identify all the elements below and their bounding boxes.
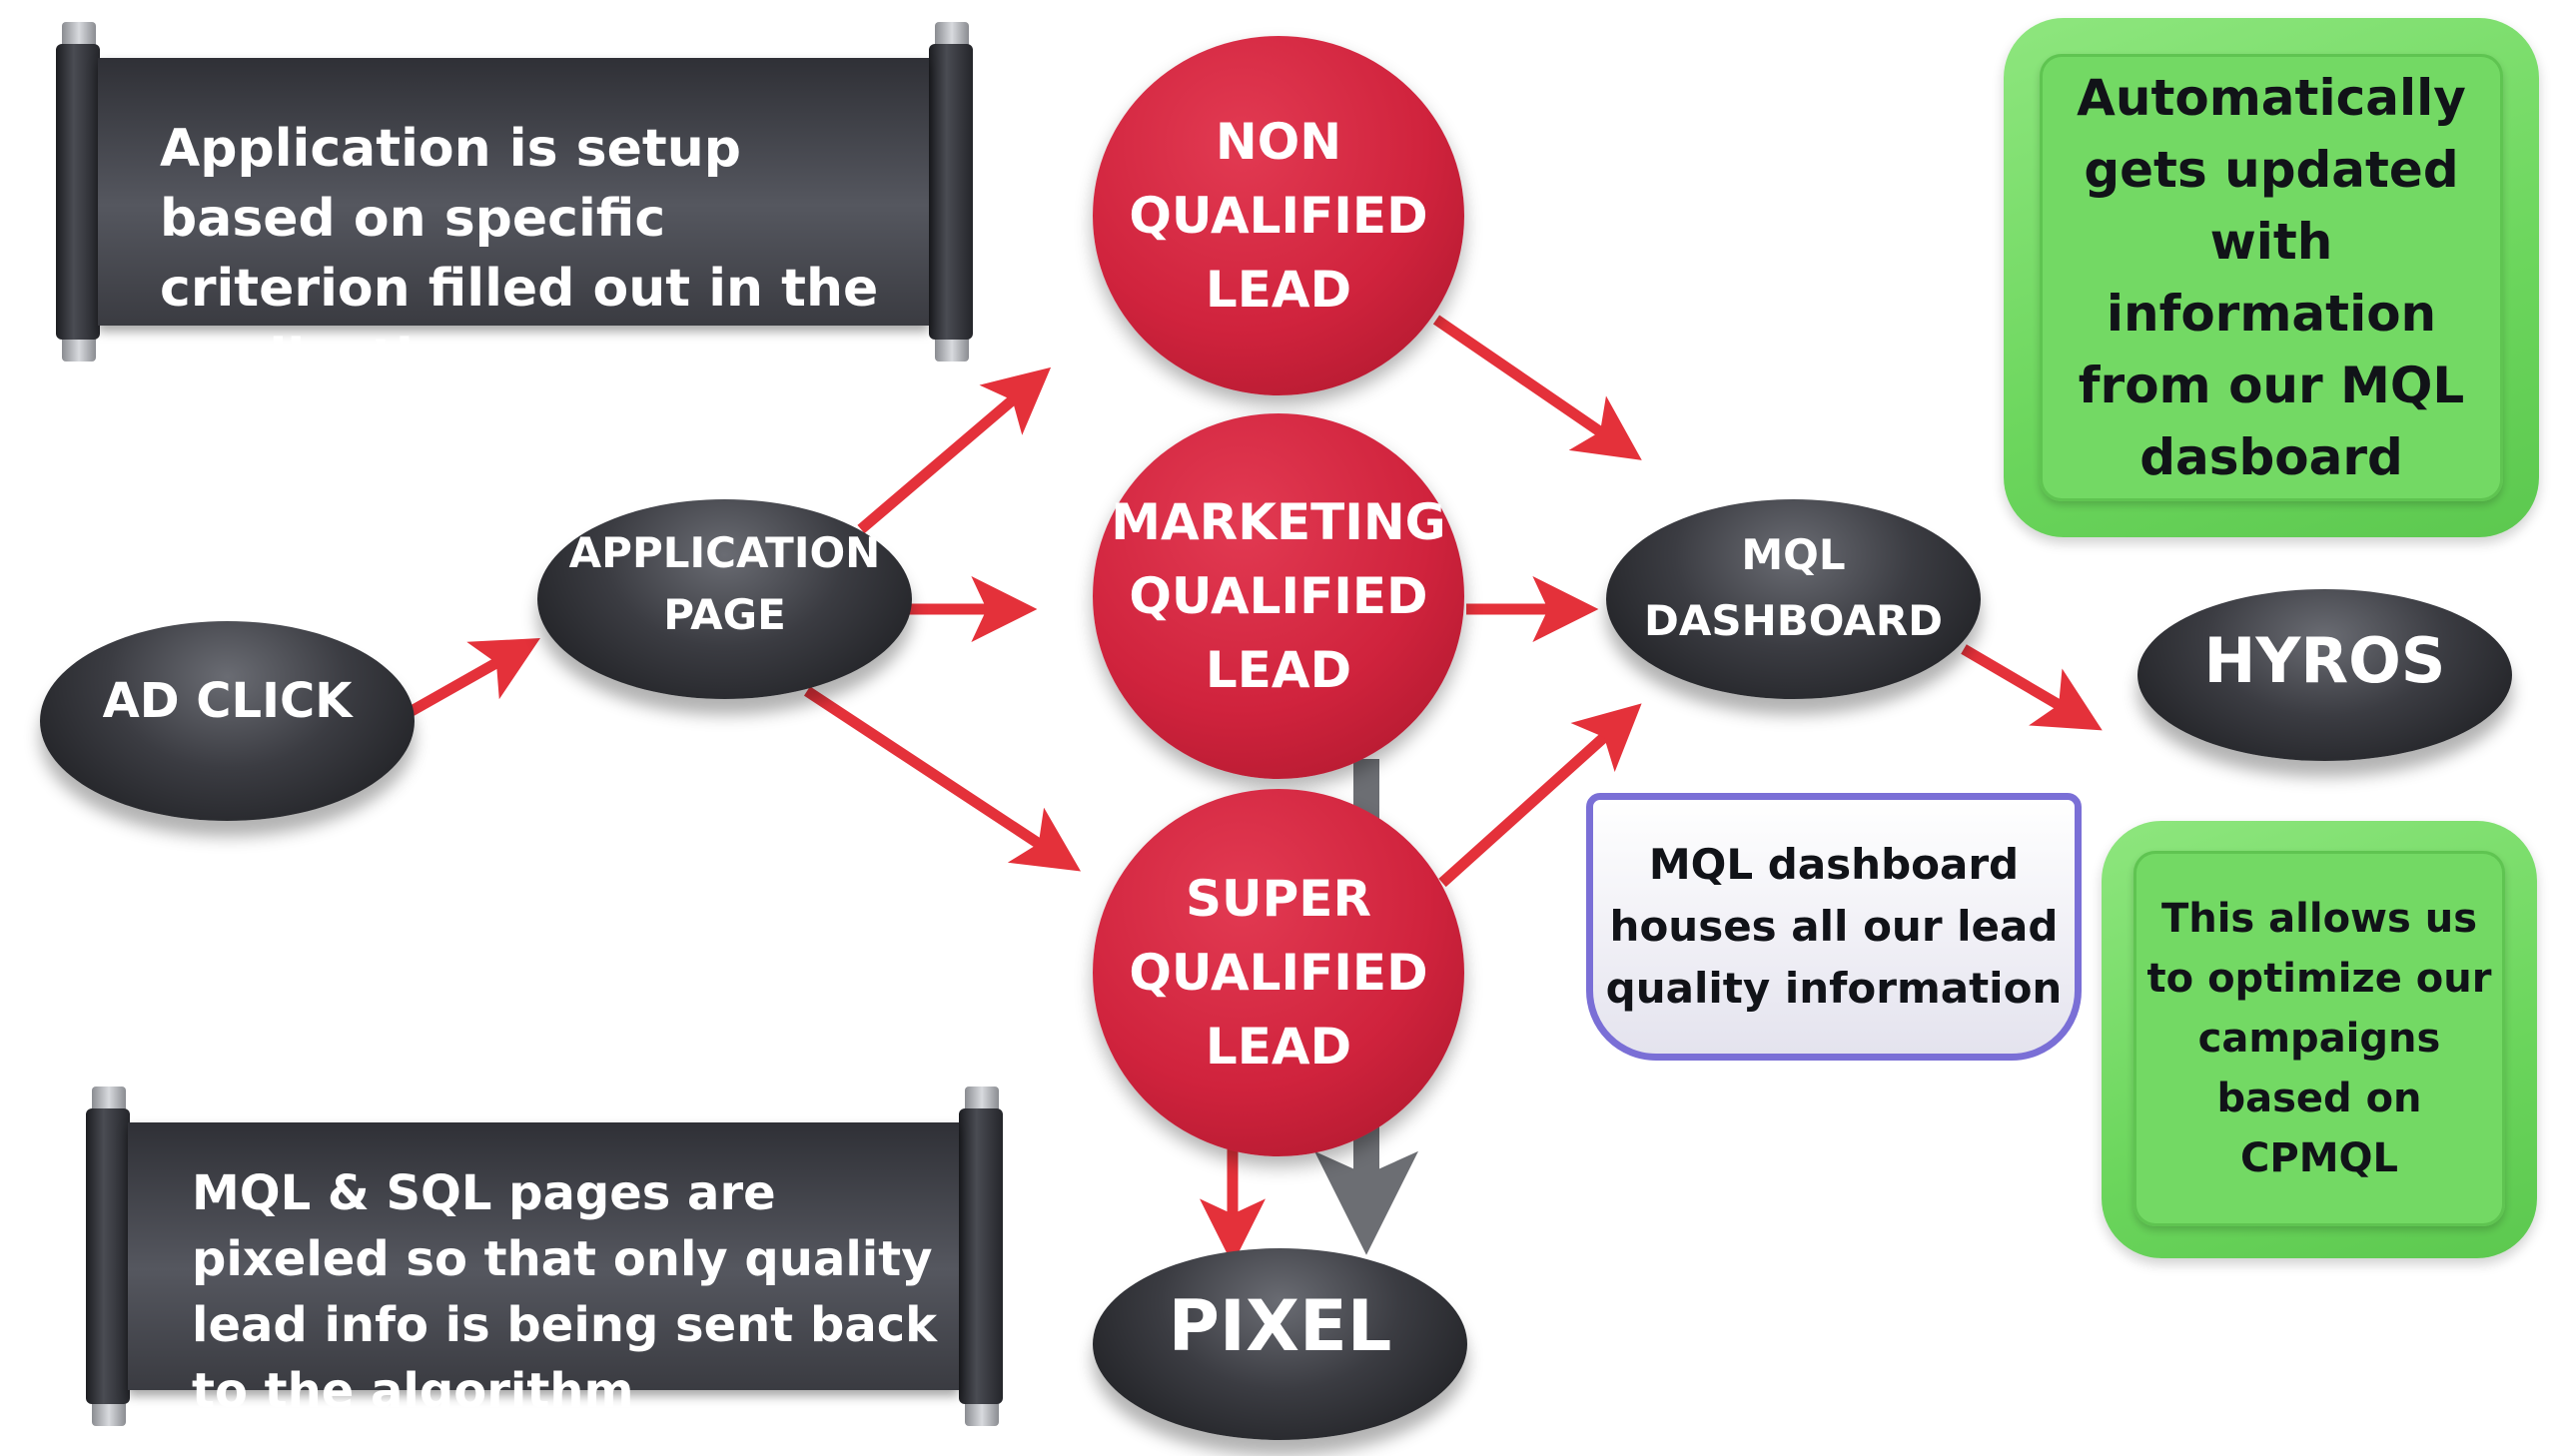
arrow-super-to-dashboard — [1438, 703, 1642, 888]
application-page-label-line2: PAGE — [663, 590, 786, 639]
application-page-node: APPLICATION PAGE — [537, 499, 912, 699]
scroll-roller-left — [86, 1108, 130, 1404]
scroll-cap — [935, 22, 969, 48]
scroll-cap — [62, 22, 96, 48]
super-qualified-label-line3: LEAD — [1205, 1018, 1352, 1076]
mql-dashboard-node: MQL DASHBOARD — [1606, 499, 1981, 699]
scroll-cap — [62, 336, 96, 362]
arrow-application-to-super — [803, 686, 1082, 872]
arrow-adclick-to-application — [409, 637, 540, 716]
arrow-application-to-nonqualified — [857, 366, 1052, 534]
non-qualified-label-line3: LEAD — [1205, 261, 1352, 319]
marketing-qualified-label-line1: MARKETING — [1111, 493, 1446, 551]
hyros-label: HYROS — [2203, 623, 2446, 697]
banner-text: MQL & SQL pages are pixeled so that only… — [128, 1122, 959, 1419]
pixel-banner: MQL & SQL pages are pixeled so that only… — [78, 1087, 1012, 1426]
non-qualified-lead-node: NON QUALIFIED LEAD — [1093, 36, 1464, 395]
scroll-cap — [965, 1087, 999, 1112]
super-qualified-label-line2: QUALIFIED — [1129, 944, 1428, 1002]
optimize-card: This allows us to optimize our campaigns… — [2102, 821, 2537, 1258]
optimize-card-inner: This allows us to optimize our campaigns… — [2133, 851, 2505, 1226]
non-qualified-label-line1: NON — [1215, 113, 1342, 171]
application-page-label-line1: APPLICATION — [568, 528, 881, 577]
criteria-banner: Application is setup based on specific c… — [48, 22, 982, 388]
super-qualified-lead-node: SUPER QUALIFIED LEAD — [1093, 789, 1464, 1156]
non-qualified-label-line2: QUALIFIED — [1129, 187, 1428, 245]
scroll-roller-right — [929, 44, 973, 340]
arrow-nonqualified-to-dashboard — [1432, 315, 1642, 460]
arrow-dashboard-to-hyros — [1961, 644, 2103, 731]
scroll-cap — [92, 1087, 126, 1112]
pixel-label: PIXEL — [1168, 1285, 1392, 1367]
scroll-roller-left — [56, 44, 100, 340]
super-qualified-label-line1: SUPER — [1186, 870, 1371, 928]
optimize-card-text: This allows us to optimize our campaigns… — [2146, 896, 2492, 1181]
auto-update-card: Automatically gets updated with informat… — [2004, 18, 2539, 537]
scroll-roller-right — [959, 1108, 1003, 1404]
pixel-node: PIXEL — [1093, 1248, 1467, 1440]
scroll-cap — [92, 1400, 126, 1426]
ad-click-node: AD CLICK — [40, 621, 415, 821]
scroll-cap — [965, 1400, 999, 1426]
marketing-qualified-lead-node: MARKETING QUALIFIED LEAD — [1093, 413, 1464, 779]
mql-dashboard-info-card: MQL dashboard houses all our lead qualit… — [1586, 793, 2082, 1061]
mql-dashboard-label-line2: DASHBOARD — [1643, 596, 1944, 645]
ad-click-label: AD CLICK — [102, 673, 353, 729]
marketing-qualified-label-line2: QUALIFIED — [1129, 567, 1428, 625]
banner-text: Application is setup based on specific c… — [98, 58, 929, 388]
info-card-text: MQL dashboard houses all our lead qualit… — [1605, 840, 2063, 1013]
marketing-qualified-label-line3: LEAD — [1205, 641, 1352, 699]
scroll-cap — [935, 336, 969, 362]
auto-update-card-inner: Automatically gets updated with informat… — [2040, 54, 2503, 501]
auto-update-card-text: Automatically gets updated with informat… — [2077, 69, 2466, 486]
mql-dashboard-label-line1: MQL — [1741, 530, 1846, 579]
hyros-node: HYROS — [2137, 589, 2512, 761]
